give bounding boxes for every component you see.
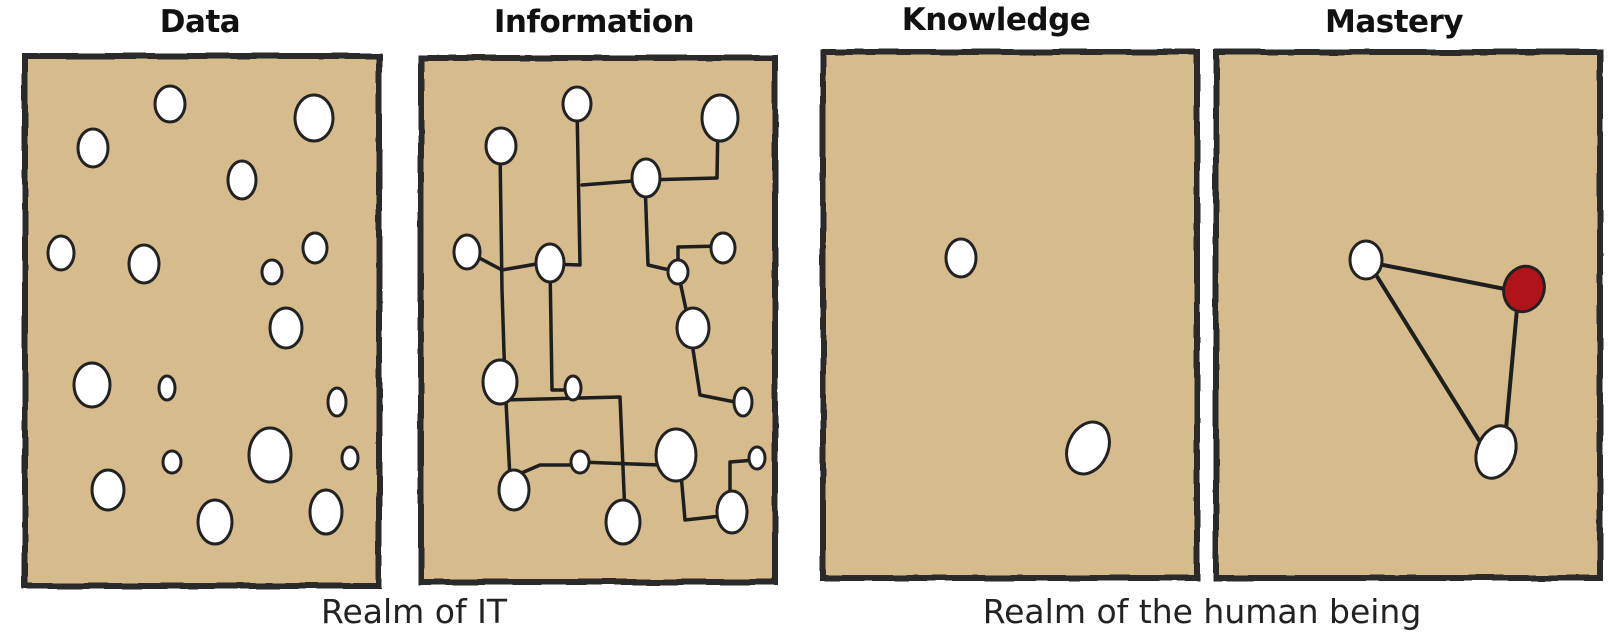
panel-title-mastery: Mastery: [1324, 4, 1464, 40]
connector-line: [1366, 260, 1487, 452]
information-dot: [497, 468, 531, 512]
information-dot: [561, 85, 593, 123]
connector-line: [578, 460, 662, 467]
data-dot: [161, 449, 183, 475]
information-dot: [732, 386, 754, 418]
knowledge-dot: [1065, 420, 1111, 476]
information-dot: [747, 445, 767, 471]
data-dot: [326, 386, 348, 418]
panel-background: [1213, 49, 1603, 581]
data-dot: [226, 159, 258, 201]
information-dot: [630, 157, 662, 199]
data-dot: [127, 243, 161, 285]
panel-background: [820, 49, 1200, 581]
panel-title-knowledge: Knowledge: [901, 2, 1091, 38]
connector-line: [1503, 296, 1520, 442]
information-dot: [654, 427, 698, 483]
data-dot: [46, 234, 76, 272]
data-dot: [76, 127, 110, 169]
connector-line: [580, 118, 720, 187]
realm-of-human-label: Realm of the human being: [982, 592, 1422, 631]
data-dot: [268, 306, 304, 350]
information-dot: [709, 231, 737, 265]
connector-line: [1366, 260, 1522, 294]
mastery-dot: [1348, 239, 1384, 281]
mastery-connections: [1366, 260, 1522, 452]
panel-mastery: [1213, 49, 1603, 581]
data-dot: [90, 468, 126, 512]
panel-title-information: Information: [493, 4, 695, 40]
data-dot: [196, 498, 234, 546]
information-dot: [481, 358, 519, 406]
mastery-dot: [1474, 424, 1518, 480]
data-dot: [157, 374, 177, 402]
mastery-dots: [1348, 239, 1546, 480]
data-dot: [153, 84, 187, 124]
information-dots: [452, 85, 767, 546]
knowledge-dot: [944, 237, 978, 279]
data-dot: [301, 231, 329, 265]
information-dot: [715, 489, 749, 535]
information-dot: [666, 258, 690, 286]
data-dot: [293, 93, 335, 143]
mastery-dot-highlighted: [1502, 264, 1546, 314]
knowledge-dots: [944, 237, 1111, 476]
data-dot: [340, 445, 360, 471]
data-dot: [260, 258, 284, 286]
panel-knowledge: [820, 49, 1200, 581]
information-dot: [604, 498, 642, 546]
panel-title-data: Data: [159, 4, 241, 40]
information-dot: [700, 93, 740, 143]
data-dot: [247, 426, 293, 484]
data-dots: [46, 84, 360, 546]
information-dot: [534, 242, 566, 284]
realm-of-it-label: Realm of IT: [321, 592, 507, 631]
data-dot: [72, 361, 112, 409]
data-dot: [308, 488, 344, 536]
information-dot: [452, 233, 482, 271]
connector-line: [688, 328, 742, 405]
information-dot: [484, 126, 518, 166]
information-dot: [563, 374, 583, 402]
information-dot: [675, 306, 711, 350]
information-dot: [569, 449, 591, 475]
